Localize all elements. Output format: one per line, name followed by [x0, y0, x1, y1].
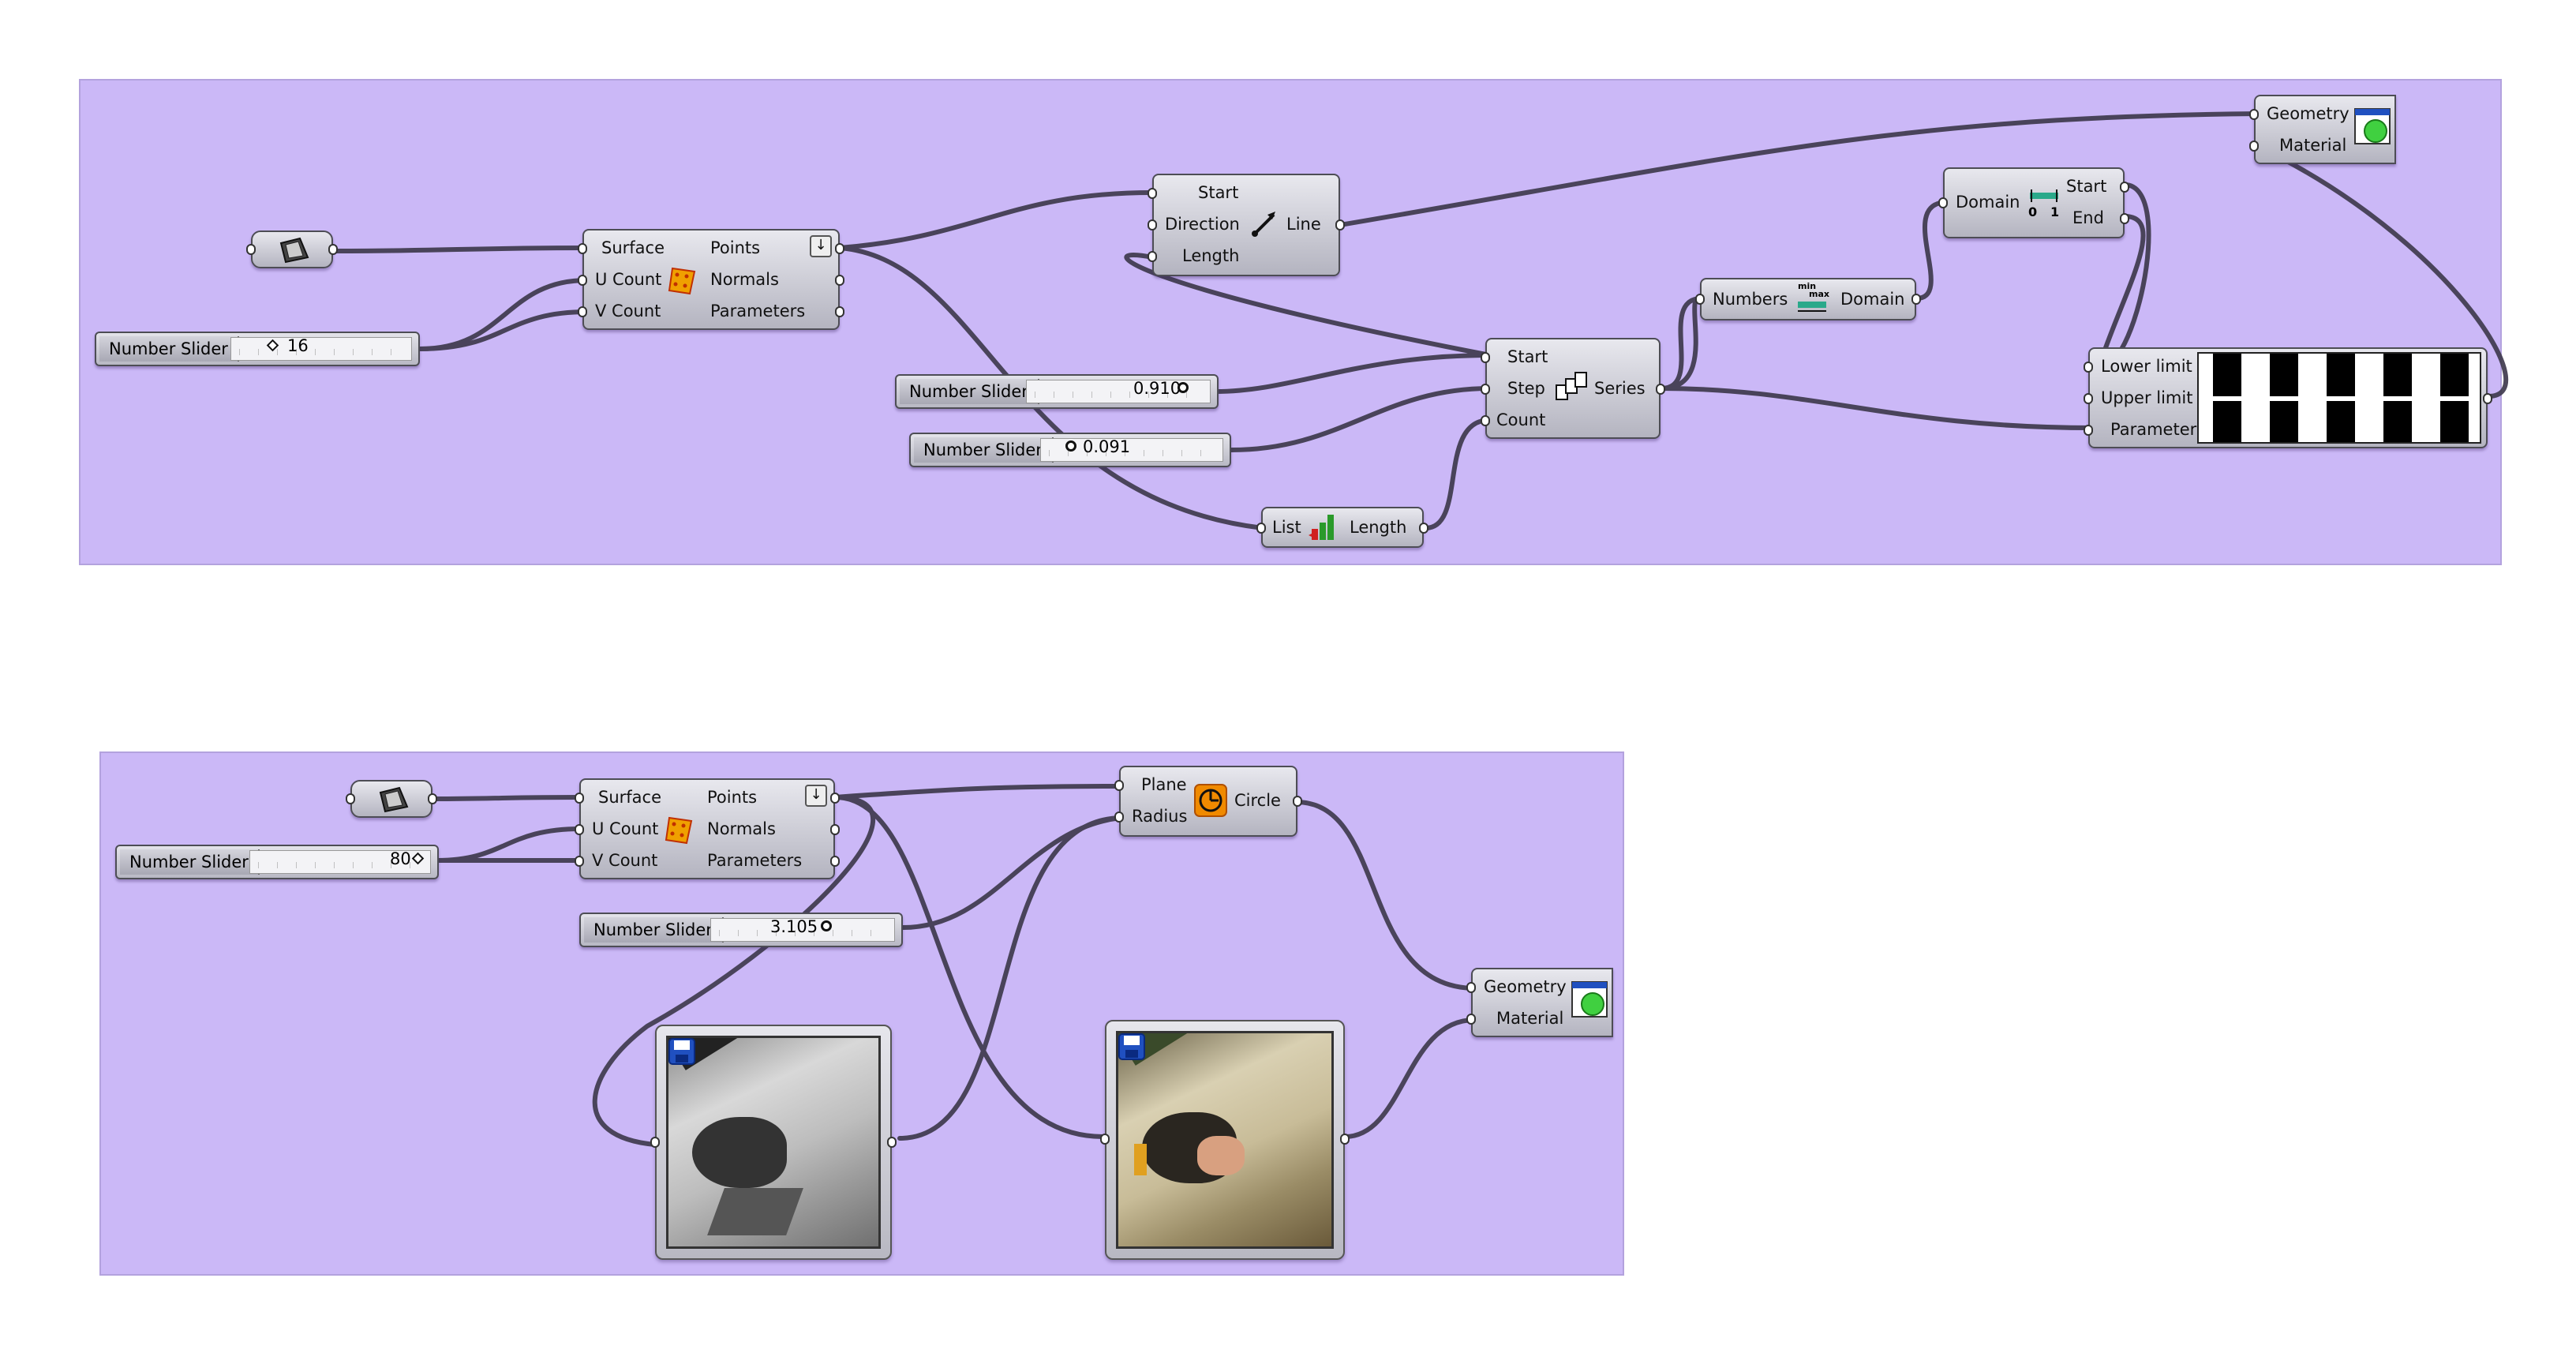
svg-text:1: 1 — [2050, 204, 2059, 219]
input-list: List — [1272, 518, 1301, 537]
list-length-icon — [1309, 515, 1334, 540]
input-radius: Radius — [1132, 807, 1188, 826]
input-geometry: Geometry — [2267, 104, 2349, 123]
svg-text:0: 0 — [2028, 204, 2037, 219]
slider-name: Number Slider — [99, 336, 239, 362]
svg-text:min: min — [1798, 281, 1816, 291]
input-parameter: Parameter — [2110, 420, 2197, 439]
custom-preview-icon — [1571, 981, 1608, 1018]
output-start: Start — [2066, 177, 2107, 196]
output-line: Line — [1286, 215, 1321, 234]
svg-text:max: max — [1809, 289, 1829, 299]
series-icon — [1556, 372, 1587, 400]
line-sdl[interactable]: Start Direction Length Line — [1148, 174, 1345, 276]
image-grey — [666, 1036, 881, 1249]
input-material: Material — [1496, 1009, 1564, 1028]
slider-name: Number Slider — [900, 379, 1039, 404]
input-u-count: U Count — [592, 819, 659, 838]
output-circle: Circle — [1234, 791, 1281, 810]
input-u-count: U Count — [595, 270, 662, 289]
list-length[interactable]: List Length — [1256, 507, 1428, 548]
output-domain: Domain — [1840, 290, 1905, 309]
slider-value: 0.910 — [1133, 379, 1181, 398]
input-start: Start — [1507, 347, 1548, 366]
top-group — [79, 79, 2502, 565]
number-slider-count-bottom[interactable]: Number Slider 80 — [115, 845, 439, 879]
slider-name: Number Slider — [120, 849, 260, 875]
input-surface: Surface — [598, 788, 662, 807]
input-material: Material — [2279, 136, 2347, 155]
output-parameters: Parameters — [707, 851, 803, 870]
output-end: End — [2072, 208, 2104, 227]
input-start: Start — [1198, 183, 1239, 202]
output-parameters: Parameters — [710, 302, 806, 320]
slider-grip[interactable] — [821, 920, 832, 931]
input-surface: Surface — [601, 238, 665, 257]
output-normals: Normals — [710, 270, 779, 289]
output-normals: Normals — [707, 819, 776, 838]
bounds[interactable]: Numbers Domain min max — [1695, 278, 1921, 320]
number-slider-count[interactable]: Number Slider 16 — [95, 332, 420, 366]
output-points: Points — [710, 238, 761, 257]
save-image-icon[interactable] — [668, 1037, 696, 1066]
input-direction: Direction — [1165, 215, 1240, 234]
surface-param-icon — [279, 237, 309, 264]
number-slider-start[interactable]: Number Slider 0.091 — [909, 433, 1231, 467]
input-geometry: Geometry — [1484, 977, 1567, 996]
input-domain: Domain — [1956, 193, 2020, 212]
image-color — [1116, 1031, 1334, 1249]
slider-value: 80 — [390, 849, 411, 868]
deconstruct-domain-icon: 0 1 — [2028, 189, 2059, 219]
image-viewer-grey[interactable] — [650, 1025, 897, 1260]
input-plane: Plane — [1141, 775, 1187, 794]
slider-grip[interactable] — [1065, 440, 1076, 452]
slider-grip[interactable] — [1178, 382, 1189, 393]
gradient[interactable]: Lower limit Upper limit Parameter — [2084, 347, 2492, 448]
surface-param-bottom[interactable] — [346, 780, 437, 818]
surface-param-icon — [379, 786, 409, 813]
flatten-icon[interactable]: ↓ — [805, 785, 827, 807]
divide-surface-bottom[interactable]: Surface U Count V Count Points Normals P… — [575, 778, 840, 879]
input-lower-limit: Lower limit — [2101, 357, 2192, 376]
custom-preview[interactable]: Geometry Material — [2249, 95, 2396, 164]
divide-surface-icon — [665, 816, 693, 845]
slider-value: 0.091 — [1083, 437, 1131, 456]
save-image-icon[interactable] — [1118, 1033, 1146, 1061]
image-viewer-color[interactable] — [1100, 1020, 1350, 1260]
deconstruct-domain[interactable]: Domain Start End 0 1 — [1938, 167, 2129, 238]
flatten-icon[interactable]: ↓ — [810, 235, 832, 257]
custom-preview-icon — [2354, 108, 2391, 144]
output-length: Length — [1350, 518, 1407, 537]
slider-value: 3.105 — [770, 917, 818, 936]
number-slider-radius[interactable]: Number Slider 3.105 — [579, 913, 903, 947]
line-sdl-icon — [1252, 212, 1275, 237]
input-numbers: Numbers — [1713, 290, 1788, 309]
input-step: Step — [1507, 379, 1545, 398]
slider-name: Number Slider — [914, 437, 1054, 463]
output-points: Points — [707, 788, 758, 807]
divide-surface-icon — [668, 267, 696, 295]
surface-param[interactable] — [246, 230, 338, 268]
gradient-grips[interactable] — [2202, 396, 2477, 401]
divide-surface[interactable]: Surface U Count V Count Points Normals P… — [578, 229, 844, 330]
slider-value: 16 — [287, 336, 309, 355]
bounds-icon: min max — [1798, 281, 1829, 312]
input-count: Count — [1496, 410, 1546, 429]
input-upper-limit: Upper limit — [2101, 388, 2193, 407]
input-v-count: V Count — [595, 302, 661, 320]
slider-name: Number Slider — [584, 917, 724, 943]
output-series: Series — [1594, 379, 1646, 398]
input-length: Length — [1182, 246, 1240, 265]
circle[interactable]: Plane Radius Circle — [1114, 766, 1302, 837]
circle-icon — [1194, 784, 1227, 817]
input-v-count: V Count — [592, 851, 658, 870]
number-slider-step[interactable]: Number Slider 0.910 — [895, 374, 1219, 409]
custom-preview-bottom[interactable]: Geometry Material — [1466, 968, 1613, 1037]
series[interactable]: Start Step Count Series — [1481, 338, 1665, 439]
